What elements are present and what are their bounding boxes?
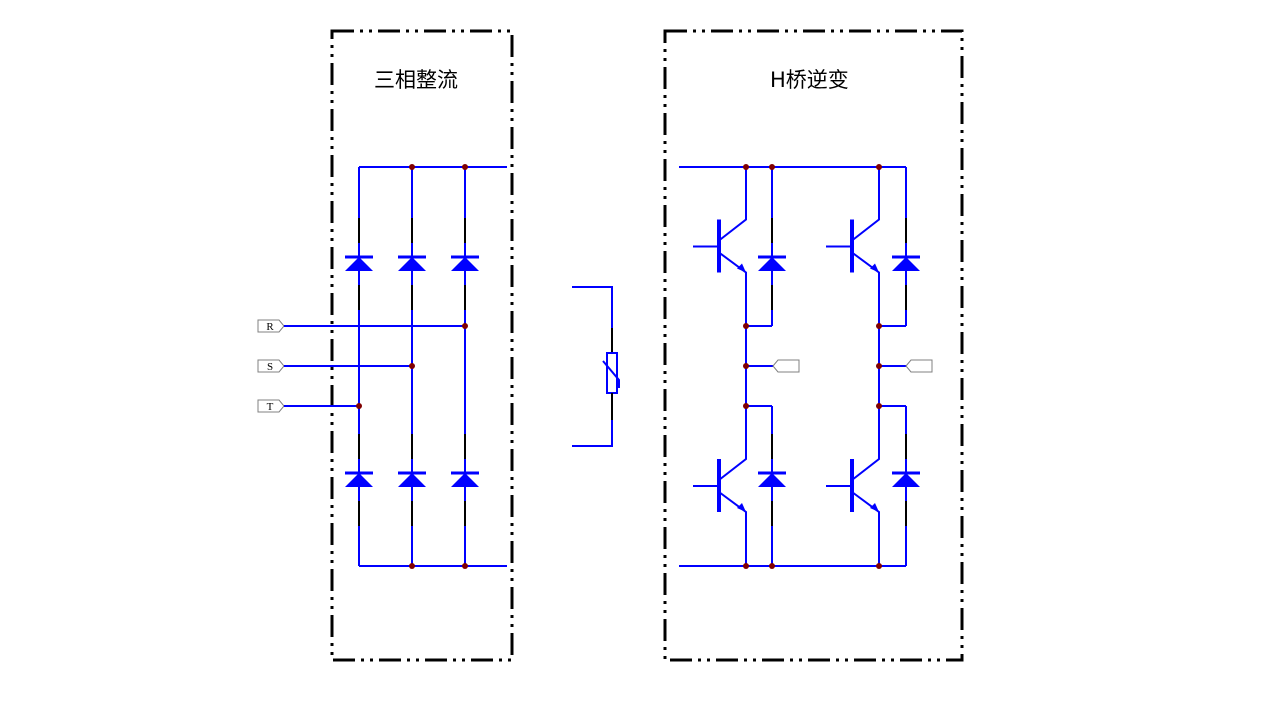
emitter-arrow-icon: [737, 503, 746, 512]
varistor-slash: [602, 360, 620, 388]
junction-node: [769, 164, 775, 170]
junction-node: [409, 164, 415, 170]
emitter-arrow-icon: [870, 263, 879, 273]
diode-icon: [892, 257, 920, 271]
junction-node: [409, 563, 415, 569]
inverter-title: H桥逆变: [770, 68, 849, 92]
diode-icon: [345, 257, 373, 271]
wire: [851, 251, 880, 326]
wire: [851, 167, 880, 242]
rectifier-title: 三相整流: [374, 68, 458, 92]
input-port-S: [257, 359, 285, 373]
diode-icon: [451, 257, 479, 271]
rectifier-frame: [330, 29, 514, 662]
junction-node: [743, 363, 749, 369]
junction-node: [743, 164, 749, 170]
diode-icon: [758, 473, 786, 487]
diode-icon: [398, 257, 426, 271]
junction-node: [462, 563, 468, 569]
wire: [851, 406, 880, 481]
emitter-arrow-icon: [737, 263, 746, 273]
input-port-label: S: [267, 361, 273, 373]
junction-node: [462, 164, 468, 170]
diode-icon: [451, 473, 479, 487]
emitter-arrow-icon: [870, 503, 879, 512]
junction-node: [743, 563, 749, 569]
junction-node: [769, 563, 775, 569]
wire: [572, 420, 613, 447]
diode-icon: [398, 473, 426, 487]
input-port-R: [257, 319, 285, 333]
junction-node: [743, 403, 749, 409]
input-port-label: R: [266, 321, 274, 333]
diode-icon: [345, 473, 373, 487]
junction-node: [876, 403, 882, 409]
junction-node: [743, 323, 749, 329]
junction-node: [876, 164, 882, 170]
input-port-label: T: [267, 401, 274, 413]
junction-node: [409, 363, 415, 369]
wire: [718, 251, 747, 326]
output-port-1: [772, 359, 800, 373]
junction-node: [356, 403, 362, 409]
wire: [718, 167, 747, 242]
junction-node: [462, 323, 468, 329]
input-port-T: [257, 399, 285, 413]
junction-node: [876, 323, 882, 329]
output-port-2: [905, 359, 933, 373]
junction-node: [876, 363, 882, 369]
diode-icon: [892, 473, 920, 487]
wire: [718, 406, 747, 481]
inverter-frame: [663, 29, 964, 662]
wire: [572, 286, 613, 328]
junction-node: [876, 563, 882, 569]
diode-icon: [758, 257, 786, 271]
